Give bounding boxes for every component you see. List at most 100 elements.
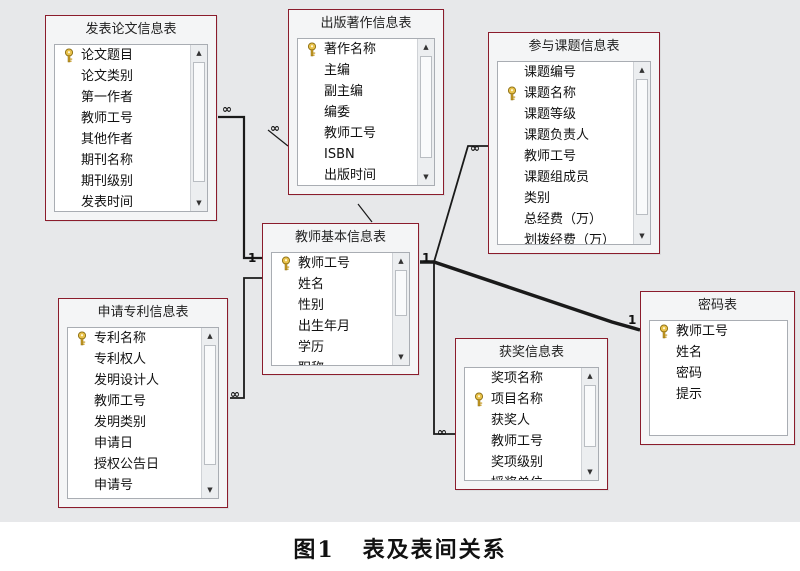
field-row[interactable]: 划拨经费（万） [498,230,634,244]
field-row[interactable]: 期刊级别 [55,171,191,192]
field-row[interactable]: 申请日 [68,433,202,454]
field-row[interactable]: 专利权人 [68,349,202,370]
field-row[interactable]: 课题负责人 [498,125,634,146]
scrollbar[interactable]: ▲ ▼ [190,45,207,211]
table-title[interactable]: 密码表 [697,298,737,313]
scroll-thumb[interactable] [584,385,596,447]
scroll-up-icon[interactable]: ▲ [196,49,202,57]
scroll-thumb[interactable] [636,79,648,215]
key-icon [306,42,318,57]
scroll-down-icon[interactable]: ▼ [398,353,404,361]
field-row[interactable]: 获奖人 [465,410,582,431]
scroll-down-icon[interactable]: ▼ [639,232,645,240]
field-row[interactable]: 专利名称 [68,328,202,349]
field-row[interactable]: 教师工号 [498,146,634,167]
scrollbar[interactable]: ▲ ▼ [417,39,434,185]
table-title[interactable]: 教师基本信息表 [294,230,386,245]
field-rows: 著作名称主编副主编编委教师工号ISBN出版时间出版社 [298,39,418,185]
field-row[interactable]: 著作名称 [298,39,418,60]
field-list[interactable]: 论文题目论文类别第一作者教师工号其他作者期刊名称期刊级别发表时间类别 ▲ ▼ [54,44,208,212]
table-title[interactable]: 出版著作信息表 [320,16,412,31]
scroll-up-icon[interactable]: ▲ [423,43,429,51]
field-list[interactable]: 著作名称主编副主编编委教师工号ISBN出版时间出版社 ▲ ▼ [297,38,435,186]
table-project[interactable]: 参与课题信息表 课题编号课题名称课题等级课题负责人教师工号课题组成员类别总经费（… [488,32,660,254]
field-name: 提示 [676,387,703,402]
scroll-thumb[interactable] [395,270,407,316]
field-row[interactable]: 授权公告日 [68,454,202,475]
field-row[interactable]: 发明设计人 [68,370,202,391]
field-row[interactable]: 申请号 [68,475,202,496]
field-row[interactable]: 项目名称 [465,389,582,410]
table-teacher[interactable]: 教师基本信息表 教师工号姓名性别出生年月学历职称 ▲ ▼ [262,223,419,375]
field-row[interactable]: 奖项名称 [465,368,582,389]
scroll-up-icon[interactable]: ▲ [587,372,593,380]
field-row[interactable]: 提示 [650,384,787,405]
scroll-down-icon[interactable]: ▼ [423,173,429,181]
field-list[interactable]: 奖项名称项目名称获奖人教师工号奖项级别授奖单位 ▲ ▼ [464,367,599,481]
field-row[interactable]: 期刊名称 [55,150,191,171]
field-row[interactable]: 课题组成员 [498,167,634,188]
scroll-up-icon[interactable]: ▲ [639,66,645,74]
field-name: 教师工号 [81,111,134,126]
table-title[interactable]: 获奖信息表 [498,345,564,360]
field-row[interactable]: 出版时间 [298,165,418,185]
scroll-up-icon[interactable]: ▲ [398,257,404,265]
field-row[interactable]: 其他作者 [55,129,191,150]
table-title[interactable]: 参与课题信息表 [528,39,620,54]
table-paper[interactable]: 发表论文信息表 论文题目论文类别第一作者教师工号其他作者期刊名称期刊级别发表时间… [45,15,217,221]
field-row[interactable]: 教师工号 [650,321,787,342]
field-list[interactable]: 教师工号姓名性别出生年月学历职称 ▲ ▼ [271,252,410,366]
field-row[interactable]: 主编 [298,60,418,81]
field-row[interactable]: 课题名称 [498,83,634,104]
field-row[interactable]: 教师工号 [68,391,202,412]
field-row[interactable]: 类别 [498,188,634,209]
field-row[interactable]: 学历 [272,337,393,358]
field-name: 课题编号 [524,65,577,80]
field-row[interactable]: 教师工号 [55,108,191,129]
scroll-down-icon[interactable]: ▼ [196,199,202,207]
field-row[interactable]: 副主编 [298,81,418,102]
field-row[interactable]: 课题编号 [498,62,634,83]
scroll-thumb[interactable] [420,56,432,158]
field-row[interactable]: 教师工号 [272,253,393,274]
table-password[interactable]: 密码表 教师工号姓名密码提示 [640,291,795,445]
table-book[interactable]: 出版著作信息表 著作名称主编副主编编委教师工号ISBN出版时间出版社 ▲ ▼ [288,9,444,195]
field-row[interactable]: ISBN [298,144,418,165]
scroll-thumb[interactable] [193,62,205,182]
table-patent[interactable]: 申请专利信息表 专利名称专利权人发明设计人教师工号发明类别申请日授权公告日申请号… [58,298,228,508]
scrollbar[interactable]: ▲ ▼ [581,368,598,480]
field-list[interactable]: 专利名称专利权人发明设计人教师工号发明类别申请日授权公告日申请号授权号 ▲ ▼ [67,327,219,499]
field-row[interactable]: 发表时间 [55,192,191,211]
scrollbar[interactable]: ▲ ▼ [201,328,218,498]
scroll-down-icon[interactable]: ▼ [587,468,593,476]
field-row[interactable]: 教师工号 [298,123,418,144]
field-row[interactable]: 姓名 [272,274,393,295]
table-award[interactable]: 获奖信息表 奖项名称项目名称获奖人教师工号奖项级别授奖单位 ▲ ▼ [455,338,608,490]
field-row[interactable]: 论文题目 [55,45,191,66]
scrollbar[interactable]: ▲ ▼ [392,253,409,365]
scroll-up-icon[interactable]: ▲ [207,332,213,340]
field-row[interactable]: 姓名 [650,342,787,363]
field-row[interactable]: 职称 [272,358,393,365]
field-row[interactable]: 密码 [650,363,787,384]
field-row[interactable]: 发明类别 [68,412,202,433]
field-list[interactable]: 课题编号课题名称课题等级课题负责人教师工号课题组成员类别总经费（万）划拨经费（万… [497,61,651,245]
field-list[interactable]: 教师工号姓名密码提示 [649,320,788,436]
field-row[interactable]: 性别 [272,295,393,316]
field-row[interactable]: 出生年月 [272,316,393,337]
field-row[interactable]: 编委 [298,102,418,123]
field-row[interactable]: 教师工号 [465,431,582,452]
field-row[interactable]: 总经费（万） [498,209,634,230]
field-row[interactable]: 授权号 [68,496,202,498]
field-row[interactable]: 授奖单位 [465,473,582,480]
table-title[interactable]: 发表论文信息表 [85,22,177,37]
scroll-down-icon[interactable]: ▼ [207,486,213,494]
field-row[interactable]: 第一作者 [55,87,191,108]
field-row[interactable]: 论文类别 [55,66,191,87]
scrollbar[interactable]: ▲ ▼ [633,62,650,244]
table-title[interactable]: 申请专利信息表 [97,305,189,320]
field-row[interactable]: 奖项级别 [465,452,582,473]
field-row[interactable]: 课题等级 [498,104,634,125]
field-name: 发表时间 [81,195,134,210]
scroll-thumb[interactable] [204,345,216,465]
